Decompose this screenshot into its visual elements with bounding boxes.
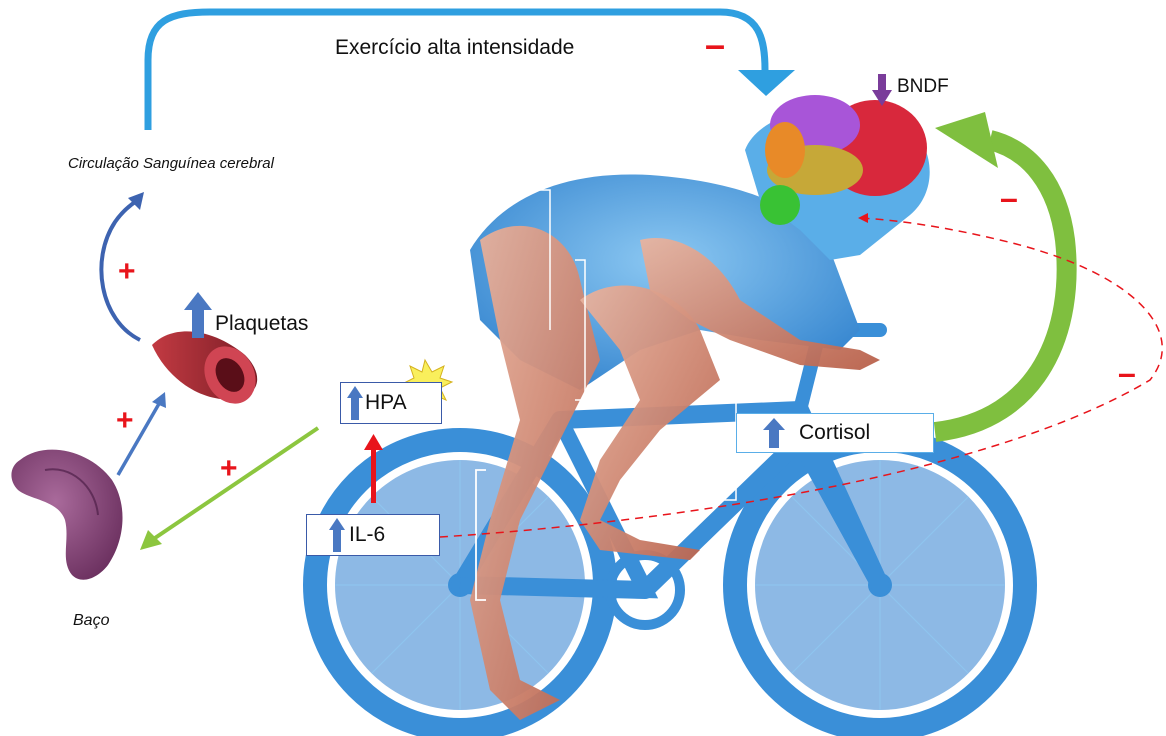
minus-sign-il6: – [1118, 355, 1136, 392]
platelets-up-arrow [184, 292, 212, 338]
hpa-label: HPA [365, 391, 407, 415]
il6-label: IL-6 [349, 523, 385, 547]
exercise-arrow [148, 12, 765, 130]
cortisol-box: Cortisol [736, 413, 934, 453]
bdnf-label: BNDF [897, 76, 949, 98]
spleen [11, 450, 122, 580]
hpa-box: HPA [340, 382, 442, 424]
plus-sign-hpa-spleen: + [220, 452, 238, 486]
brain-occipital-lobe [765, 122, 805, 178]
cortisol-label: Cortisol [799, 421, 870, 445]
plus-sign-spleen: + [116, 404, 134, 438]
cortisol-green-arrowhead [935, 112, 998, 168]
exercise-arrow-head [738, 70, 795, 96]
circulation-label: Circulação Sanguínea cerebral [68, 155, 274, 172]
hpa-up-arrow [347, 386, 363, 420]
minus-sign-cortisol: – [1000, 180, 1018, 217]
exercise-label: Exercício alta intensidade [335, 36, 574, 60]
spleen-label: Baço [73, 612, 109, 630]
il6-to-hpa-arrow [371, 448, 376, 503]
il6-up-arrow [329, 518, 345, 552]
plus-sign-circulation: + [118, 255, 136, 289]
platelets-label: Plaquetas [215, 312, 308, 336]
minus-sign-exercise: – [705, 24, 725, 66]
brain-cerebellum [760, 185, 800, 225]
il6-box: IL-6 [306, 514, 440, 556]
cortisol-up-arrow [763, 418, 785, 448]
blood-vessel [152, 331, 266, 413]
